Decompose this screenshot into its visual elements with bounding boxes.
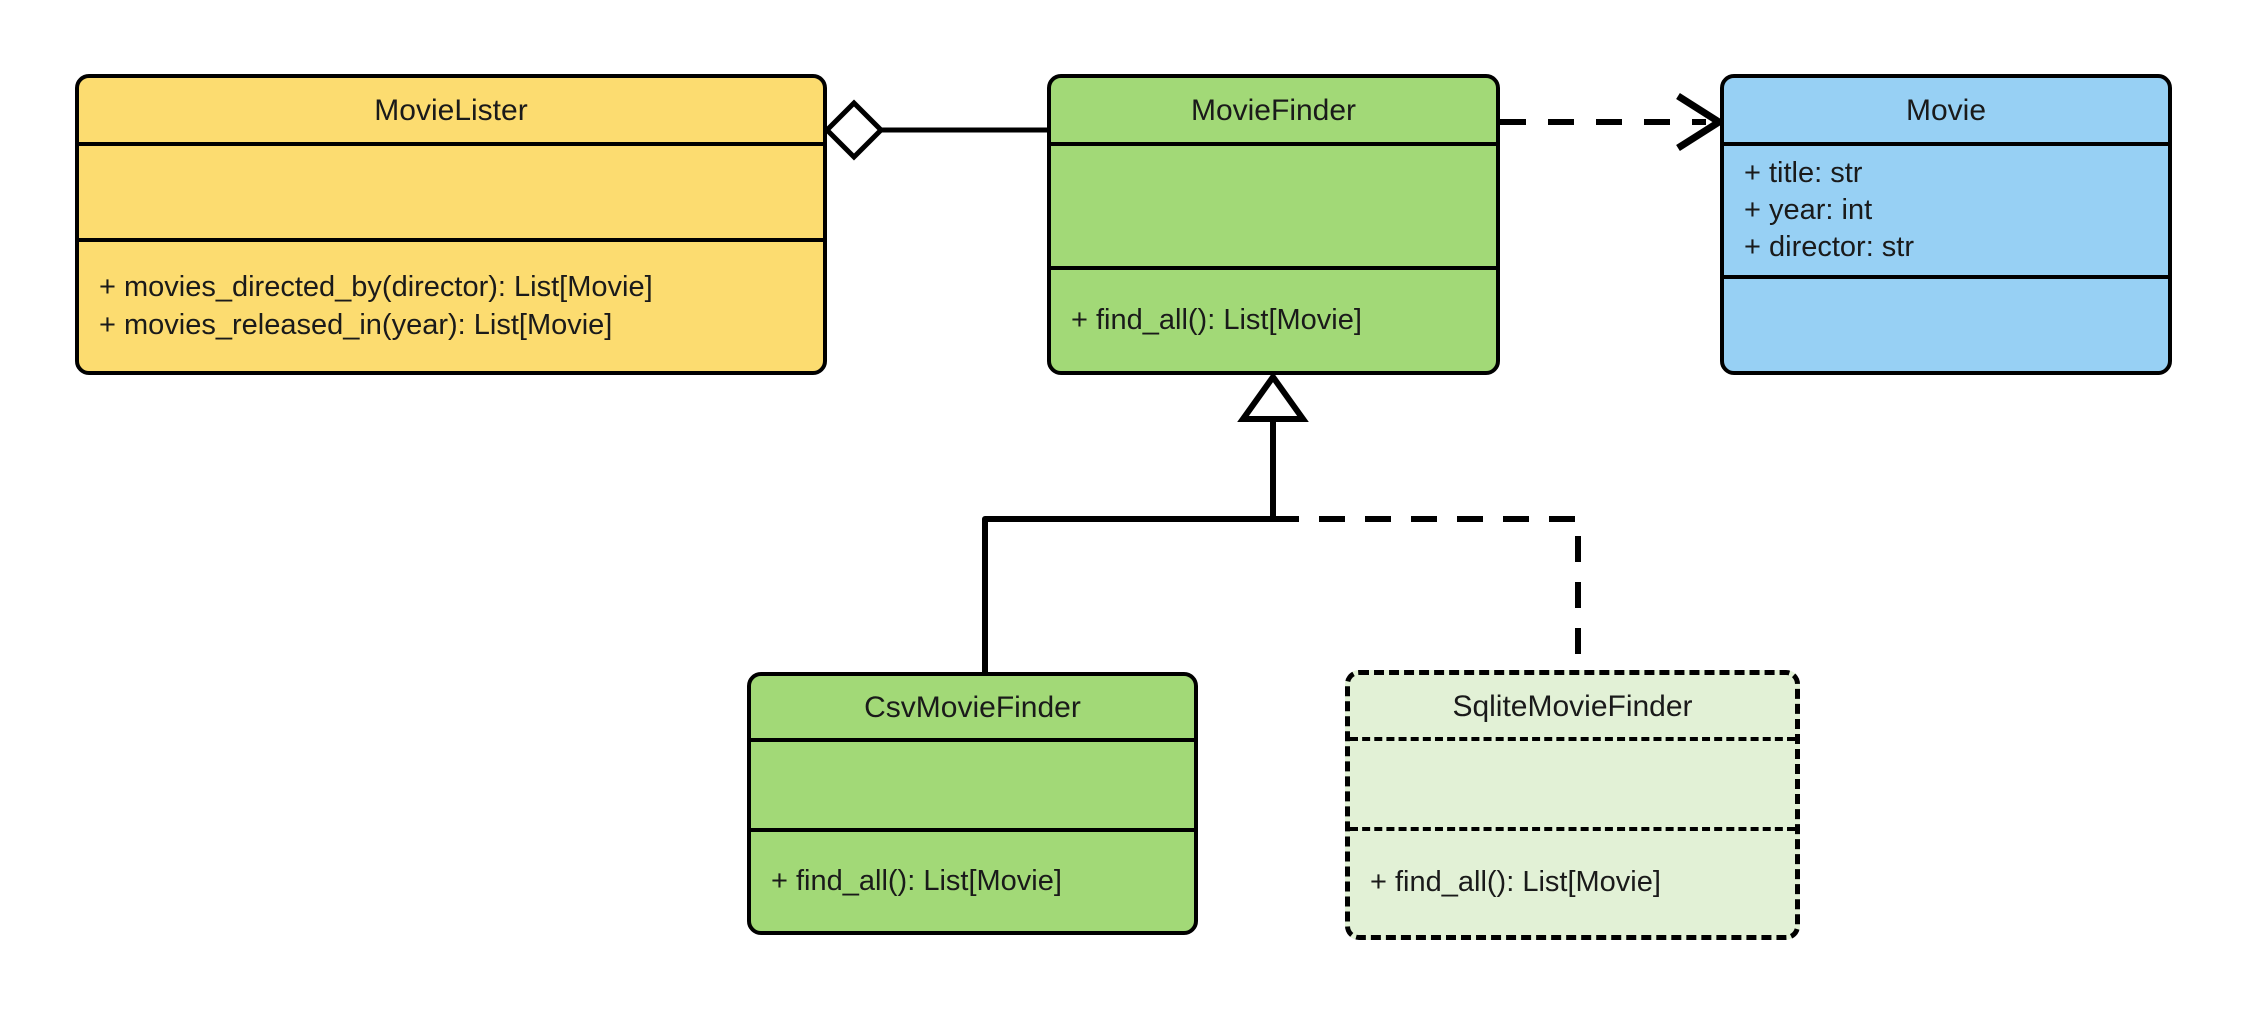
movie-attributes-compartment: + title: str + year: int + director: str	[1724, 142, 2168, 275]
inheritance-sqlitemoviefinder	[1273, 516, 1581, 670]
movie-attribute: + director: str	[1744, 231, 1915, 264]
csvmoviefinder-attributes-compartment	[751, 738, 1194, 828]
open-arrow-icon	[1676, 93, 1726, 151]
hollow-diamond-icon	[823, 99, 885, 161]
movielister-methods-compartment: + movies_directed_by(director): List[Mov…	[79, 238, 823, 371]
sqlitemoviefinder-class-name: SqliteMovieFinder	[1452, 689, 1693, 723]
dependency-moviefinder-movie	[1500, 93, 1726, 151]
movie-name-compartment: Movie	[1724, 78, 2168, 142]
movielister-method: + movies_directed_by(director): List[Mov…	[99, 271, 653, 304]
sqlitemoviefinder-attributes-compartment	[1350, 737, 1795, 827]
inheritance-line-csv	[982, 516, 1273, 672]
moviefinder-name-compartment: MovieFinder	[1051, 78, 1496, 142]
inheritance-line-sqlite	[1273, 516, 1581, 670]
moviefinder-class-name: MovieFinder	[1190, 93, 1357, 127]
movielister-class-name: MovieLister	[374, 93, 528, 127]
movie-attribute: + title: str	[1744, 156, 1863, 189]
movielister-method: + movies_released_in(year): List[Movie]	[99, 308, 613, 341]
movie-class-name: Movie	[1905, 93, 1987, 127]
csvmoviefinder-name-compartment: CsvMovieFinder	[751, 676, 1194, 738]
inheritance-csvmoviefinder	[982, 516, 1273, 672]
generalization-triangle-group	[1237, 371, 1309, 519]
csvmoviefinder-method: + find_all(): List[Movie]	[771, 864, 1062, 897]
sqlitemoviefinder-method: + find_all(): List[Movie]	[1370, 866, 1661, 899]
uml-class-sqlitemoviefinder[interactable]: SqliteMovieFinder + find_all(): List[Mov…	[1345, 670, 1800, 940]
csvmoviefinder-class-name: CsvMovieFinder	[864, 690, 1081, 724]
uml-class-movie[interactable]: Movie + title: str + year: int + directo…	[1720, 74, 2172, 375]
movielister-name-compartment: MovieLister	[79, 78, 823, 142]
aggregation-movielister-moviefinder	[823, 99, 1047, 161]
moviefinder-method: + find_all(): List[Movie]	[1071, 303, 1362, 336]
uml-class-movielister[interactable]: MovieLister + movies_directed_by(directo…	[75, 74, 827, 375]
moviefinder-attributes-compartment	[1051, 142, 1496, 266]
movie-methods-compartment	[1724, 275, 2168, 371]
sqlitemoviefinder-methods-compartment: + find_all(): List[Movie]	[1350, 827, 1795, 935]
movielister-attributes-compartment	[79, 142, 823, 238]
uml-class-moviefinder[interactable]: MovieFinder + find_all(): List[Movie]	[1047, 74, 1500, 375]
hollow-triangle-icon	[1237, 371, 1309, 422]
csvmoviefinder-methods-compartment: + find_all(): List[Movie]	[751, 828, 1194, 931]
sqlitemoviefinder-name-compartment: SqliteMovieFinder	[1350, 675, 1795, 737]
uml-class-csvmoviefinder[interactable]: CsvMovieFinder + find_all(): List[Movie]	[747, 672, 1198, 935]
movie-attribute: + year: int	[1744, 193, 1873, 226]
moviefinder-methods-compartment: + find_all(): List[Movie]	[1051, 266, 1496, 371]
